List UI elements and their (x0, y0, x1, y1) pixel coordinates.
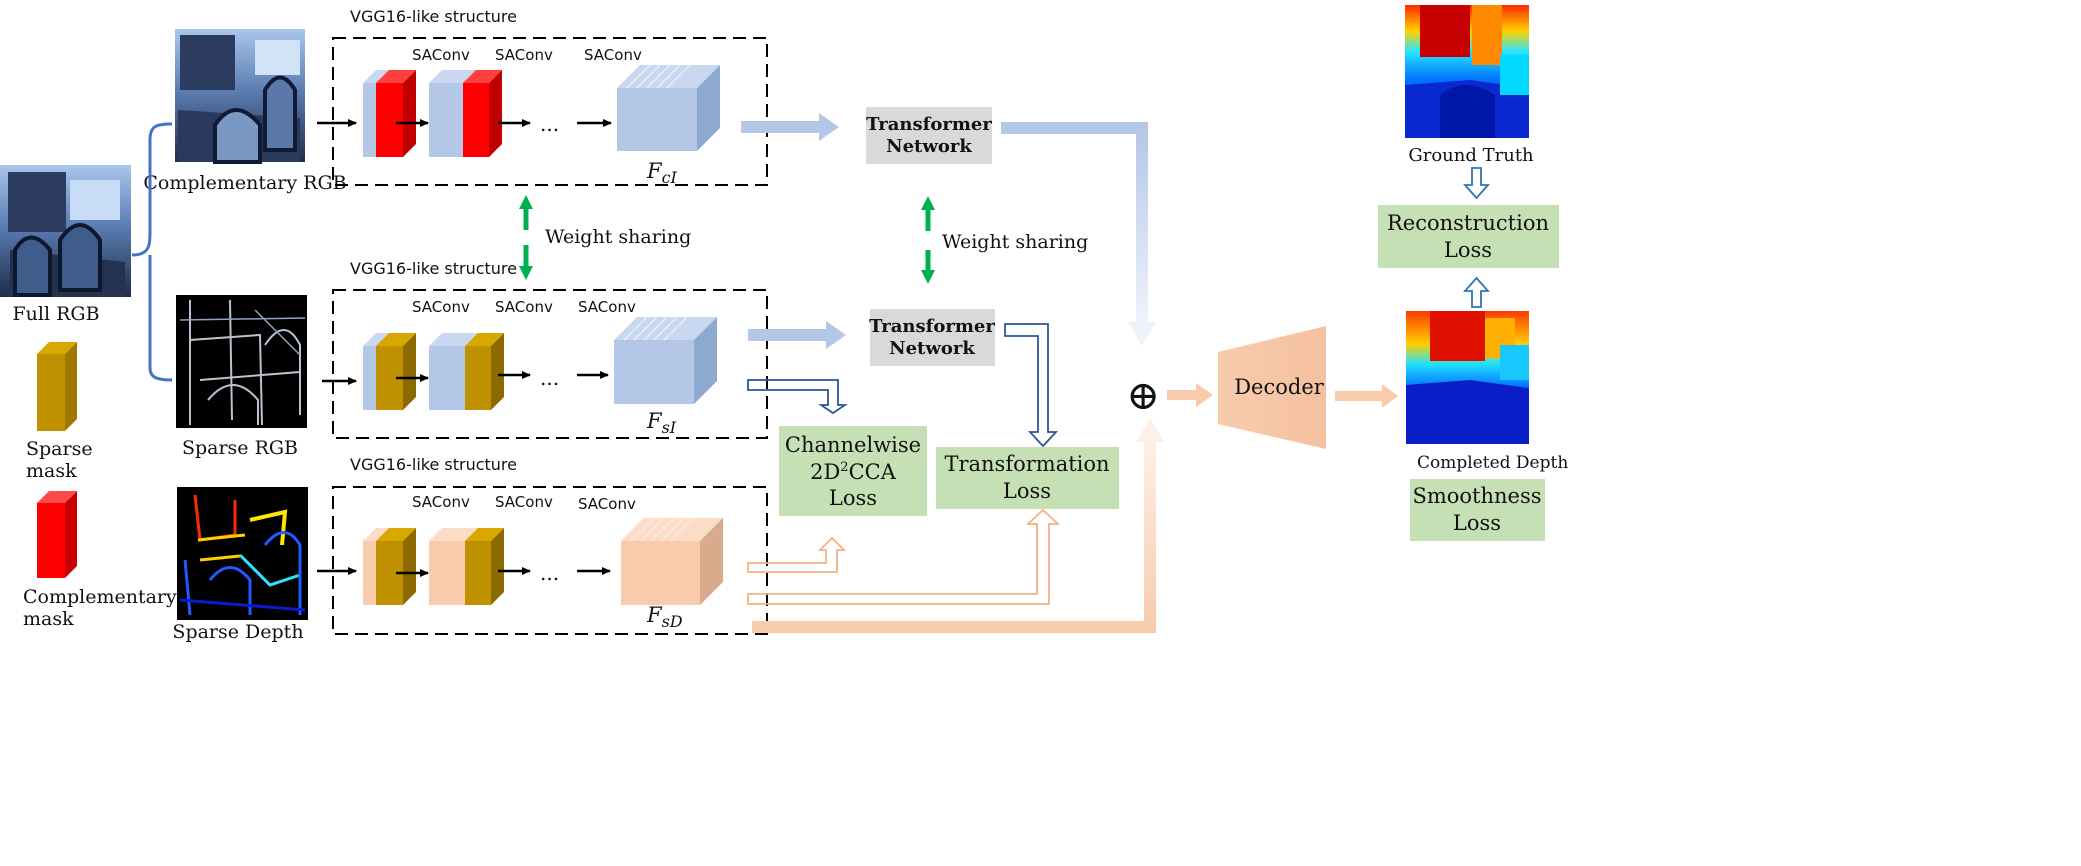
smoothness-loss-line1: Smoothness (1412, 484, 1541, 508)
block-1b (429, 70, 502, 157)
completed-depth-image (1406, 311, 1529, 444)
structure-label-2: VGG16-like structure (350, 259, 517, 278)
sparse-depth-image (177, 487, 308, 620)
transformation-loss-line2: Loss (1003, 479, 1051, 503)
feature-label-f-sd: FsD (646, 603, 683, 631)
vgg-box-3 (332, 486, 768, 635)
block-1a (363, 70, 416, 157)
vgg-box-2 (332, 289, 768, 439)
arrow-decoder-to-output (1335, 384, 1398, 408)
ellipsis-3: ... (540, 561, 559, 585)
saconv-label-2a: SAConv (412, 298, 470, 316)
arrow-completed-to-reconstruction (1463, 276, 1490, 308)
ground-truth-label: Ground Truth (1408, 145, 1534, 166)
arrow-fsi-to-cca-loss (747, 379, 848, 415)
arrow-fsd-to-transformation-loss (747, 508, 1061, 605)
smoothness-loss-box (1410, 479, 1545, 541)
block-3b (429, 528, 504, 605)
sparse-mask-legend-cube (37, 342, 77, 431)
saconv-label-3c: SAConv (578, 495, 636, 513)
structure-label-3: VGG16-like structure (350, 455, 517, 474)
arrowhead-transformer1-fusion (1128, 322, 1156, 346)
full-rgb-label: Full RGB (12, 303, 99, 325)
transformer-2-line2: Network (889, 338, 975, 359)
block-2a (363, 333, 416, 410)
reconstruction-loss-line1: Reconstruction (1387, 211, 1549, 235)
saconv-label-1c: SAConv (584, 46, 642, 64)
arrow-fusion-to-decoder (1167, 383, 1213, 407)
arrowhead-fsd-fusion (1136, 418, 1164, 442)
arrow-fsd-to-fusion (752, 440, 1156, 633)
sparse-mask-label-2: mask (26, 460, 77, 482)
saconv-label-2c: SAConv (578, 298, 636, 316)
sparse-mask-label-1: Sparse (26, 438, 93, 460)
arrow-transformer1-to-fusion (1001, 122, 1148, 322)
saconv-label-3b: SAConv (495, 493, 553, 511)
cca-loss-line2: 2D2CCA (810, 460, 897, 484)
full-rgb-image (0, 165, 131, 297)
transformer-box-1 (866, 107, 992, 164)
block-2b (429, 333, 504, 410)
saconv-label-1b: SAConv (495, 46, 553, 64)
transformation-loss-box (936, 447, 1119, 509)
complementary-mask-legend-cube (37, 491, 77, 578)
sparse-rgb-image (176, 295, 307, 428)
transformer-2-line1: Transformer (869, 316, 995, 337)
feature-label-f-si: FsI (646, 409, 677, 437)
transformation-loss-line1: Transformation (944, 452, 1109, 476)
feature-cube-f-ci (617, 64, 720, 151)
decoder-label: Decoder (1234, 375, 1325, 399)
vgg-box-1 (332, 37, 768, 186)
saconv-label-3a: SAConv (412, 493, 470, 511)
ellipsis-1: ... (540, 112, 559, 136)
arrow-fci-to-transformer (741, 113, 839, 141)
arrow-fsd-to-cca-loss (747, 536, 847, 573)
complementary-mask-label-2: mask (23, 608, 74, 630)
saconv-label-1a: SAConv (412, 46, 470, 64)
cca-loss-line1: Channelwise (785, 433, 921, 457)
block-3a (363, 528, 416, 605)
saconv-label-2b: SAConv (495, 298, 553, 316)
cca-loss-box (779, 426, 927, 516)
completed-depth-label: Completed Depth (1417, 453, 1568, 473)
weight-sharing-label-1: Weight sharing (545, 226, 691, 248)
sparse-rgb-label: Sparse RGB (182, 437, 298, 459)
transformer-box-2 (870, 309, 995, 366)
feature-label-f-ci: FcI (646, 159, 678, 187)
complementary-rgb-image (175, 29, 305, 164)
structure-label-1: VGG16-like structure (350, 7, 517, 26)
transformer-1-line1: Transformer (866, 114, 992, 135)
feature-cube-f-sd (621, 517, 723, 605)
fusion-symbol: ⊕ (1126, 373, 1160, 419)
weight-sharing-label-2: Weight sharing (942, 231, 1088, 253)
cca-loss-line3: Loss (829, 486, 877, 510)
transformer-1-line2: Network (886, 136, 972, 157)
arrow-gt-to-reconstruction (1463, 167, 1490, 200)
ground-truth-image (1405, 5, 1529, 138)
branch-bracket (131, 122, 173, 382)
reconstruction-loss-line2: Loss (1444, 238, 1492, 262)
complementary-rgb-label: Complementary RGB (143, 172, 346, 194)
sparse-depth-label: Sparse Depth (172, 621, 303, 643)
decoder-trapezoid (1218, 326, 1326, 449)
reconstruction-loss-box (1378, 205, 1559, 268)
arrow-transformer2-to-transformation-loss (1004, 323, 1059, 448)
smoothness-loss-line2: Loss (1453, 511, 1501, 535)
ellipsis-2: ... (540, 366, 559, 390)
feature-cube-f-si (614, 316, 717, 404)
arrow-fsi-to-transformer (748, 321, 846, 349)
complementary-mask-label-1: Complementary (23, 586, 177, 608)
